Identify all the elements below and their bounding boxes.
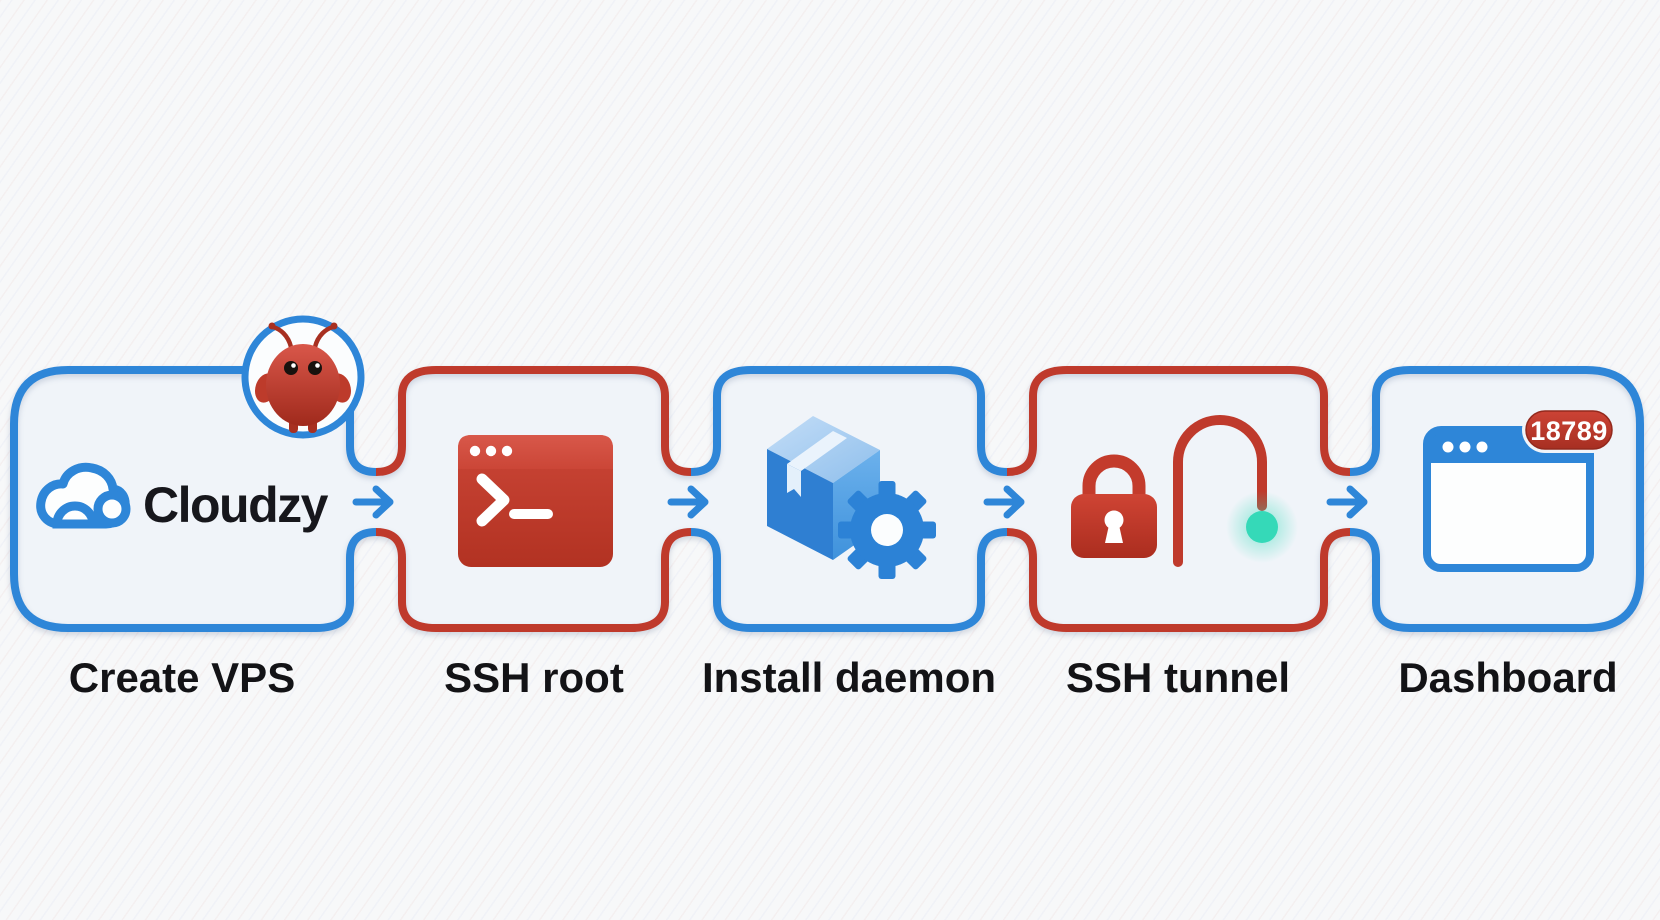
mascot-circle [241, 315, 365, 439]
arrow-right-icon [352, 485, 394, 519]
step-box-ssh-root-top [375, 366, 692, 476]
cloudzy-logo: Cloudzy [36, 462, 330, 533]
package-left-face [767, 449, 833, 560]
lock-keyhole-stem [1105, 525, 1123, 543]
arrow-right-icon [1326, 485, 1368, 519]
package-gear-icon [767, 416, 936, 579]
brand-wordmark: Cloudzy [143, 477, 329, 533]
step-label-install-daemon: Install daemon [702, 654, 996, 701]
browser-window-icon: 18789 [1423, 407, 1616, 572]
terminal-prompt-chevron [476, 473, 510, 527]
lock-tunnel-icon [1071, 415, 1298, 567]
mascot-eye-left [284, 361, 298, 375]
step-box-ssh-tunnel-top [1006, 366, 1351, 476]
package-tape-fold [787, 464, 801, 497]
browser-window-dots [1442, 441, 1488, 453]
gear-hole [871, 514, 903, 546]
step-label-create-vps: Create VPS [69, 654, 295, 701]
step-label-ssh-root: SSH root [444, 654, 624, 701]
step-box-install-daemon-top [690, 366, 1008, 476]
step-box-dashboard [1349, 366, 1644, 632]
step-label-ssh-tunnel: SSH tunnel [1066, 654, 1290, 701]
browser-body [1427, 430, 1590, 568]
tunnel-endpoint-dot [1246, 511, 1278, 543]
lock-shackle [1082, 454, 1146, 500]
gear-icon [838, 481, 936, 579]
cloud-logo-inner-arch [52, 501, 98, 529]
arrow-right-icon [667, 485, 709, 519]
step-box-install-daemon-bottom [690, 528, 1008, 632]
pipe-outline-group [10, 366, 1644, 632]
step-box-ssh-root-bottom [375, 528, 692, 632]
connector-arrows [352, 485, 1368, 519]
terminal-icon [458, 435, 613, 567]
arrow-right-icon [983, 485, 1025, 519]
step-box-ssh-tunnel-bottom [1006, 528, 1351, 632]
port-badge [1525, 410, 1613, 450]
mascot-eye-right [308, 361, 322, 375]
tunnel-arch [1173, 415, 1267, 567]
ladybug-mascot-icon [254, 322, 352, 433]
port-badge-label: 18789 [1530, 416, 1608, 446]
browser-frame [1423, 426, 1594, 572]
terminal-titlebar [458, 435, 613, 469]
lock-keyhole [1104, 510, 1124, 530]
terminal-window-dots [469, 445, 513, 457]
mascot-body [266, 344, 340, 426]
step-label-dashboard: Dashboard [1398, 654, 1617, 701]
cloud-logo-right-puff [93, 490, 131, 528]
package-tape-strip [787, 431, 847, 471]
